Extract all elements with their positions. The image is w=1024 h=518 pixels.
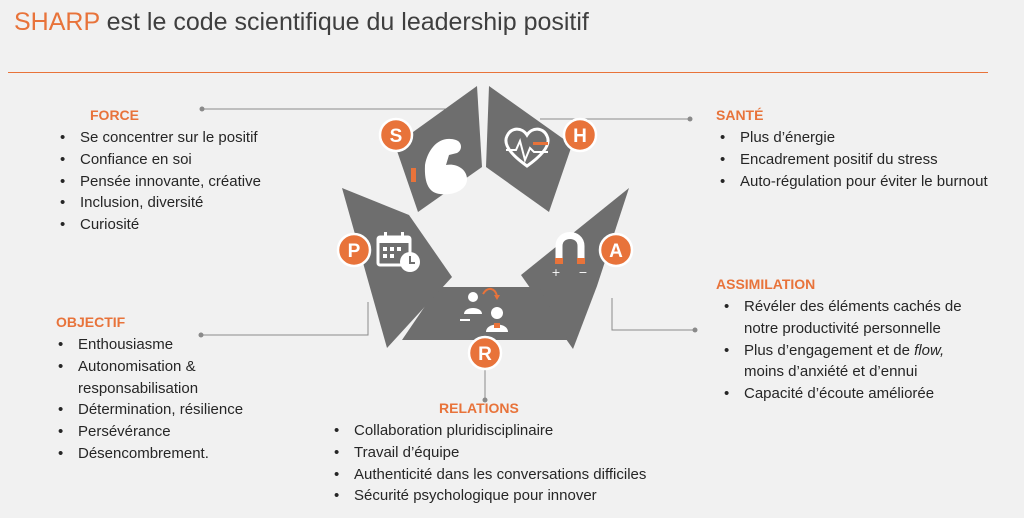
- force-section: FORCE Se concentrer sur le positif Confi…: [58, 107, 261, 236]
- list-item: Collaboration pluridisciplinaire: [332, 420, 646, 442]
- list-item: Plus d’énergie: [718, 127, 988, 149]
- list-item: Pensée innovante, créative: [58, 171, 261, 193]
- flexed-bicep-icon: [411, 138, 468, 195]
- list-item: Travail d’équipe: [332, 442, 646, 464]
- badge-p: P: [336, 232, 372, 268]
- list-item-line: Révéler des éléments cachés de: [744, 298, 962, 315]
- pentagon-segments: [342, 86, 629, 349]
- list-item-line: responsabilisation: [78, 379, 199, 397]
- assimilation-list: Révéler des éléments cachés de notre pro…: [722, 296, 962, 405]
- sante-heading: SANTÉ: [716, 107, 764, 123]
- title-accent: SHARP: [14, 8, 100, 36]
- list-item-line: Persévérance: [78, 423, 171, 441]
- list-item: Sécurité psychologique pour innover: [332, 485, 646, 507]
- segment-p: [342, 188, 452, 348]
- list-item: Capacité d’écoute améliorée: [722, 383, 962, 405]
- connector-relations-dot: [482, 397, 488, 403]
- segment-r: [402, 287, 568, 340]
- calendar-clock-icon: [376, 232, 420, 272]
- badge-h: H: [562, 117, 598, 153]
- list-item: Encadrement positif du stress: [718, 149, 988, 171]
- list-item-line: notre productivité personnelle: [744, 319, 941, 337]
- sante-section: SANTÉ Plus d’énergie Encadrement positif…: [716, 107, 988, 192]
- assimilation-heading: ASSIMILATION: [716, 276, 816, 292]
- badge-s: S: [378, 117, 414, 153]
- list-item: Autonomisation & responsabilisation: [56, 356, 243, 400]
- list-item-line: Détermination, résilience: [78, 401, 244, 419]
- connector-sante-dot: [687, 116, 693, 122]
- list-item: Auto-régulation pour éviter le burnout: [718, 171, 988, 193]
- connector-assimilation-dot: [692, 327, 698, 333]
- badge-r: R: [467, 335, 503, 371]
- objectif-section: OBJECTIF Enthousiasme Autonomisation & r…: [56, 314, 243, 465]
- list-item: Détermination, résilience: [56, 399, 243, 421]
- list-item: Plus d’engagement et de flow, moins d’an…: [722, 340, 962, 384]
- objectif-heading: OBJECTIF: [56, 314, 126, 330]
- relations-section: RELATIONS Collaboration pluridisciplinai…: [332, 400, 646, 507]
- list-item-line: Capacité d’écoute améliorée: [744, 385, 935, 403]
- badge-a: A: [598, 232, 634, 268]
- letter-r: R: [478, 344, 492, 365]
- list-item: Confiance en soi: [58, 149, 261, 171]
- relations-list: Collaboration pluridisciplinaire Travail…: [332, 420, 646, 507]
- assimilation-section: ASSIMILATION Révéler des éléments cachés…: [716, 276, 962, 405]
- magnet-minus-sign: −: [578, 266, 587, 279]
- people-exchange-icon: [460, 288, 508, 332]
- list-item: Inclusion, diversité: [58, 192, 261, 214]
- page-title: SHARP est le code scientifique du leader…: [14, 8, 589, 37]
- objectif-list: Enthousiasme Autonomisation & responsabi…: [56, 334, 243, 465]
- magnet-plus-sign: +: [551, 266, 560, 279]
- list-item-line: Plus d’engagement et de: [744, 341, 915, 359]
- list-item: Désencombrement.: [56, 443, 243, 465]
- heart-pulse-icon: [504, 127, 550, 168]
- force-list: Se concentrer sur le positif Confiance e…: [58, 127, 261, 236]
- connector-objectif: [201, 302, 369, 336]
- title-divider: [8, 72, 988, 73]
- title-rest: est le code scientifique du leadership p…: [99, 8, 589, 36]
- sante-list: Plus d’énergie Encadrement positif du st…: [718, 127, 988, 192]
- list-item-line: Enthousiasme: [78, 336, 174, 353]
- relations-heading: RELATIONS: [439, 400, 519, 416]
- list-item: Enthousiasme: [56, 334, 243, 356]
- letter-p: P: [348, 241, 361, 262]
- connector-assimilation: [611, 298, 695, 331]
- connector-lines: [198, 106, 698, 403]
- letter-a: A: [609, 241, 623, 262]
- list-item: Se concentrer sur le positif: [58, 127, 261, 149]
- list-item-line: Désencombrement.: [78, 444, 209, 462]
- magnet-icon: + −: [551, 232, 588, 279]
- force-heading: FORCE: [90, 107, 139, 123]
- connector-force-dot: [199, 106, 205, 112]
- letter-h: H: [573, 126, 587, 147]
- list-item-emphasis: flow,: [914, 341, 945, 359]
- list-item: Authenticité dans les conversations diff…: [332, 464, 646, 486]
- letter-s: S: [390, 126, 403, 147]
- list-item: Persévérance: [56, 421, 243, 443]
- list-item: Curiosité: [58, 214, 261, 236]
- list-item-line: moins d’anxiété et d’ennui: [744, 363, 918, 381]
- list-item: Révéler des éléments cachés de notre pro…: [722, 296, 962, 340]
- list-item-line: Autonomisation &: [78, 357, 196, 375]
